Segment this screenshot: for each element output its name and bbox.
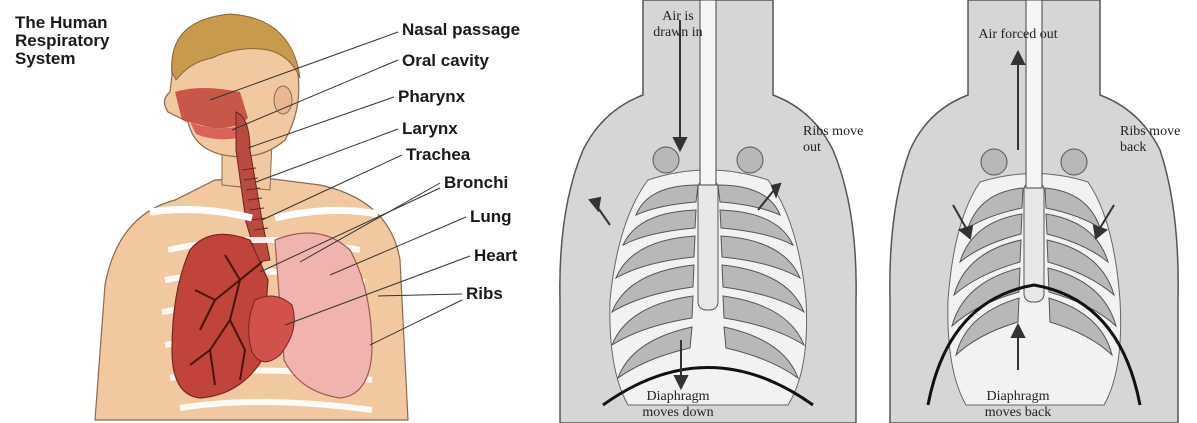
ear xyxy=(274,86,292,114)
exhale-air-label: Air forced out xyxy=(978,27,1057,42)
inhale-diaphragm-label-1: Diaphragm xyxy=(647,389,710,404)
label-pharynx: Pharynx xyxy=(398,87,466,106)
inhale-diaphragm-label-2: moves down xyxy=(642,405,713,420)
label-nasal-passage: Nasal passage xyxy=(402,20,520,39)
inhale-ribs-label-1: Ribs move xyxy=(803,124,863,139)
diagram-title-line-2: Respiratory xyxy=(15,31,110,50)
exhalation-svg: Air forced out Ribs move back Diaphragm … xyxy=(868,0,1197,423)
label-bronchi: Bronchi xyxy=(444,173,508,192)
label-trachea: Trachea xyxy=(406,145,471,164)
inhalation-svg: Air is drawn in Ribs move out Diaphragm … xyxy=(548,0,868,423)
inhale-sternum xyxy=(698,180,718,310)
label-larynx: Larynx xyxy=(402,119,458,138)
label-ribs: Ribs xyxy=(466,284,503,303)
inhale-ribs-label-2: out xyxy=(803,140,821,155)
exhale-right-clavicle xyxy=(1061,149,1087,175)
inhale-air-label-1: Air is xyxy=(662,9,694,24)
label-oral-cavity: Oral cavity xyxy=(402,51,489,70)
exhale-left-clavicle xyxy=(981,149,1007,175)
label-lung: Lung xyxy=(470,207,512,226)
diagram-title-line-3: System xyxy=(15,49,75,68)
label-heart: Heart xyxy=(474,246,518,265)
diagram-title-line-1: The Human xyxy=(15,13,108,32)
inhale-air-label-2: drawn in xyxy=(653,25,702,40)
inhale-left-clavicle xyxy=(653,147,679,173)
respiratory-system-illustration: The Human Respiratory System Nasal passa… xyxy=(0,0,548,423)
respiratory-system-svg: The Human Respiratory System Nasal passa… xyxy=(0,0,548,423)
inhalation-diagram: Air is drawn in Ribs move out Diaphragm … xyxy=(548,0,868,423)
exhalation-diagram: Air forced out Ribs move back Diaphragm … xyxy=(868,0,1197,423)
exhale-ribs-label-2: back xyxy=(1120,140,1146,155)
exhale-diaphragm-label-2: moves back xyxy=(985,405,1051,420)
exhale-ribs-label-1: Ribs move xyxy=(1120,124,1180,139)
inhale-right-clavicle xyxy=(737,147,763,173)
exhale-diaphragm-label-1: Diaphragm xyxy=(987,389,1050,404)
